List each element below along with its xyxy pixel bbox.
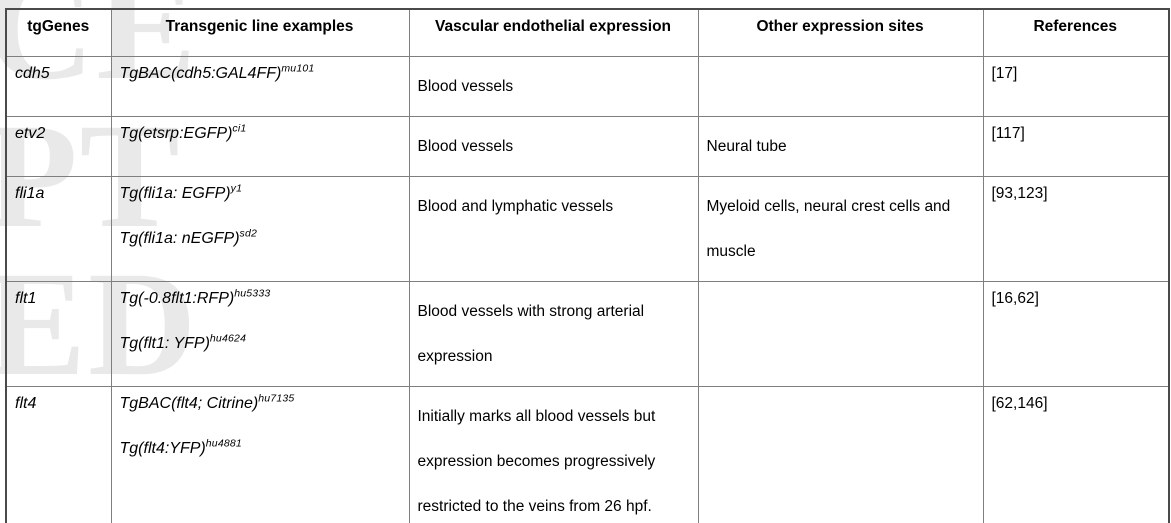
cell-references: [117] xyxy=(982,115,1170,177)
transgenic-line-name: TgBAC(flt4; Citrine) xyxy=(119,394,259,412)
allele-superscript: sd2 xyxy=(239,227,258,240)
table-row: flt4 TgBAC(flt4; Citrine)hu7135 Tg(flt4:… xyxy=(5,385,1170,523)
cell-gene: cdh5 xyxy=(5,55,112,117)
transgenic-line-name: Tg(fli1a: nEGFP) xyxy=(119,229,240,247)
transgenic-line-entry: Tg(fli1a: EGFP)y1 xyxy=(119,182,400,203)
transgenic-line-name: Tg(flt1: YFP) xyxy=(119,334,210,352)
column-header-vascular-endothelial-expression: Vascular endothelial expression xyxy=(408,8,699,57)
cell-transgenic-lines: TgBAC(cdh5:GAL4FF)mu101 xyxy=(110,55,410,117)
cell-gene: flt4 xyxy=(5,385,112,523)
cell-transgenic-lines: Tg(fli1a: EGFP)y1 Tg(fli1a: nEGFP)sd2 xyxy=(110,175,410,282)
cell-transgenic-lines: Tg(etsrp:EGFP)ci1 xyxy=(110,115,410,177)
cell-other-expression xyxy=(697,55,984,117)
table-header: tgGenes Transgenic line examples Vascula… xyxy=(5,8,1170,57)
cell-other-expression: Neural tube xyxy=(697,115,984,177)
column-header-transgenic-line-examples: Transgenic line examples xyxy=(110,8,410,57)
cell-gene: etv2 xyxy=(5,115,112,177)
cell-references: [62,146] xyxy=(982,385,1170,523)
allele-superscript: ci1 xyxy=(232,122,247,135)
transgenic-line-name: TgBAC(cdh5:GAL4FF) xyxy=(119,64,282,82)
column-header-references: References xyxy=(982,8,1170,57)
transgenic-line-name: Tg(flt4:YFP) xyxy=(119,439,206,457)
transgenic-line-entry: TgBAC(flt4; Citrine)hu7135 xyxy=(119,392,400,413)
table-row: cdh5 TgBAC(cdh5:GAL4FF)mu101 Blood vesse… xyxy=(5,55,1170,117)
allele-superscript: y1 xyxy=(230,182,243,195)
cell-other-expression xyxy=(697,280,984,387)
cell-vascular-expression: Blood vessels with strong arterial expre… xyxy=(408,280,699,387)
tggenes-table: tgGenes Transgenic line examples Vascula… xyxy=(5,8,1170,523)
allele-superscript: mu101 xyxy=(281,62,315,75)
cell-other-expression: Myeloid cells, neural crest cells and mu… xyxy=(697,175,984,282)
allele-superscript: hu4624 xyxy=(209,332,247,345)
table-body: cdh5 TgBAC(cdh5:GAL4FF)mu101 Blood vesse… xyxy=(5,55,1170,523)
cell-vascular-expression: Initially marks all blood vessels but ex… xyxy=(408,385,699,523)
transgenic-line-entry: TgBAC(cdh5:GAL4FF)mu101 xyxy=(119,62,400,83)
cell-references: [93,123] xyxy=(982,175,1170,282)
cell-references: [16,62] xyxy=(982,280,1170,387)
cell-gene: fli1a xyxy=(5,175,112,282)
transgenic-line-entry: Tg(etsrp:EGFP)ci1 xyxy=(119,122,400,143)
transgenic-line-entry: Tg(flt4:YFP)hu4881 xyxy=(119,437,400,458)
cell-transgenic-lines: Tg(-0.8flt1:RFP)hu5333 Tg(flt1: YFP)hu46… xyxy=(110,280,410,387)
transgenic-line-name: Tg(fli1a: EGFP) xyxy=(119,184,231,202)
table-container: tgGenes Transgenic line examples Vascula… xyxy=(5,8,1170,523)
allele-superscript: hu7135 xyxy=(258,392,295,405)
transgenic-line-entry: Tg(-0.8flt1:RFP)hu5333 xyxy=(119,287,400,308)
cell-gene: flt1 xyxy=(5,280,112,387)
cell-vascular-expression: Blood and lymphatic vessels xyxy=(408,175,699,282)
cell-other-expression xyxy=(697,385,984,523)
cell-vascular-expression: Blood vessels xyxy=(408,115,699,177)
transgenic-line-entry: Tg(fli1a: nEGFP)sd2 xyxy=(119,227,400,248)
cell-references: [17] xyxy=(982,55,1170,117)
allele-superscript: hu5333 xyxy=(234,287,271,300)
column-header-tggenes: tgGenes xyxy=(5,8,112,57)
allele-superscript: hu4881 xyxy=(205,437,242,450)
table-header-row: tgGenes Transgenic line examples Vascula… xyxy=(5,8,1170,57)
table-row: fli1a Tg(fli1a: EGFP)y1 Tg(fli1a: nEGFP)… xyxy=(5,175,1170,282)
cell-vascular-expression: Blood vessels xyxy=(408,55,699,117)
cell-transgenic-lines: TgBAC(flt4; Citrine)hu7135 Tg(flt4:YFP)h… xyxy=(110,385,410,523)
column-header-other-expression-sites: Other expression sites xyxy=(697,8,984,57)
table-row: etv2 Tg(etsrp:EGFP)ci1 Blood vessels Neu… xyxy=(5,115,1170,177)
transgenic-line-name: Tg(-0.8flt1:RFP) xyxy=(119,289,235,307)
table-row: flt1 Tg(-0.8flt1:RFP)hu5333 Tg(flt1: YFP… xyxy=(5,280,1170,387)
transgenic-line-name: Tg(etsrp:EGFP) xyxy=(119,124,233,142)
transgenic-line-entry: Tg(flt1: YFP)hu4624 xyxy=(119,332,400,353)
